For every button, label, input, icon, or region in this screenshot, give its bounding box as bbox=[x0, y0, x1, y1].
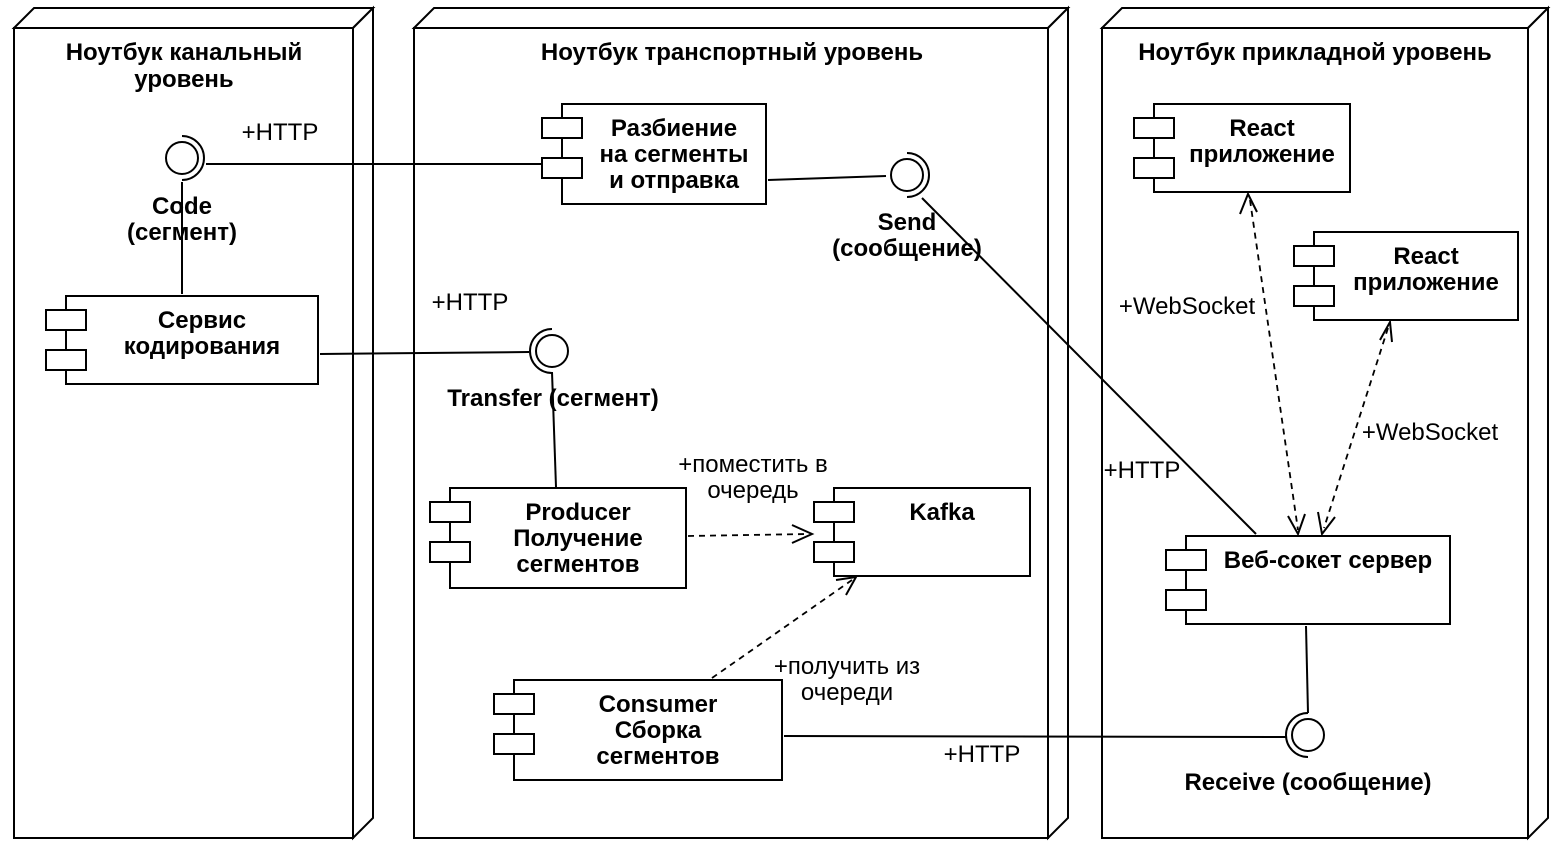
component-kafka: Kafka bbox=[813, 487, 1031, 577]
splitter-label-2: на сегменты bbox=[599, 141, 748, 168]
interface-code-label-2: (сегмент) bbox=[127, 219, 237, 246]
component-consumer: Consumer Сборка сегментов bbox=[493, 679, 783, 781]
interface-code: Code (сегмент) bbox=[127, 135, 237, 246]
label-enqueue-1: +поместить в bbox=[678, 451, 828, 478]
interface-receive-label: Receive (сообщение) bbox=[1184, 769, 1431, 796]
interface-send-label-2: (сообщение) bbox=[832, 235, 982, 262]
splitter-label-3: и отправка bbox=[609, 167, 740, 194]
consumer-label-1: Consumer bbox=[599, 691, 718, 718]
edge-react2-wsserver bbox=[1323, 327, 1389, 529]
dependencies bbox=[687, 191, 1393, 679]
node-transport-title: Ноутбук транспортный уровень bbox=[541, 39, 923, 66]
edge-producer-kafka bbox=[687, 533, 809, 537]
label-websocket-1: +WebSocket bbox=[1119, 293, 1256, 320]
interface-send-label-1: Send bbox=[878, 209, 937, 236]
edge-wsserver-receive bbox=[1305, 625, 1309, 714]
component-websocket-server: Веб-сокет сервер bbox=[1165, 535, 1451, 625]
label-http-code: +HTTP bbox=[242, 119, 319, 146]
kafka-label: Kafka bbox=[909, 499, 975, 526]
component-splitter: Разбиение на сегменты и отправка bbox=[541, 103, 767, 205]
label-http-receive: +HTTP bbox=[944, 741, 1021, 768]
connectors bbox=[181, 163, 1309, 738]
component-react-app-2: React приложение bbox=[1293, 231, 1519, 321]
edge-send-wsserver bbox=[921, 197, 1257, 535]
encoder-label-1: Сервис bbox=[158, 307, 246, 334]
label-dequeue-1: +получить из bbox=[774, 653, 920, 680]
edge-labels: +HTTP +HTTP +HTTP +HTTP +поместить в оче… bbox=[242, 119, 1499, 768]
label-websocket-2: +WebSocket bbox=[1362, 419, 1499, 446]
edge-encoder-transfer bbox=[319, 351, 530, 355]
react2-label-2: приложение bbox=[1353, 269, 1499, 296]
edge-consumer-receive bbox=[783, 735, 1287, 738]
arrowhead-producer-kafka bbox=[791, 524, 815, 544]
producer-label-1: Producer bbox=[525, 499, 630, 526]
edge-transfer-producer bbox=[551, 371, 557, 488]
arrowhead-react2 bbox=[1379, 318, 1393, 343]
label-http-transfer: +HTTP bbox=[432, 289, 509, 316]
arrowhead-wsserver-2 bbox=[1317, 511, 1336, 537]
interface-transfer: Transfer (сегмент) bbox=[447, 328, 659, 412]
interface-code-label-1: Code bbox=[152, 193, 212, 220]
interface-transfer-label: Transfer (сегмент) bbox=[447, 385, 658, 412]
producer-label-3: сегментов bbox=[516, 551, 639, 578]
edge-splitter-send bbox=[767, 175, 887, 181]
wsserver-label: Веб-сокет сервер bbox=[1224, 547, 1432, 574]
interface-receive: Receive (сообщение) bbox=[1184, 712, 1432, 796]
edge-react1-wsserver bbox=[1249, 199, 1299, 531]
producer-label-2: Получение bbox=[513, 525, 642, 552]
interface-send: Send (сообщение) bbox=[832, 152, 982, 262]
arrowhead-react1 bbox=[1239, 191, 1258, 215]
consumer-label-2: Сборка bbox=[615, 717, 702, 744]
react2-label-1: React bbox=[1393, 243, 1458, 270]
component-producer: Producer Получение сегментов bbox=[429, 487, 687, 589]
node-link-layer: Ноутбук канальный уровень bbox=[11, 5, 376, 841]
component-encoder: Сервис кодирования bbox=[45, 295, 319, 385]
label-dequeue-2: очереди bbox=[801, 679, 893, 706]
label-http-send: +HTTP bbox=[1104, 457, 1181, 484]
label-enqueue-2: очередь bbox=[707, 477, 798, 504]
consumer-label-3: сегментов bbox=[596, 743, 719, 770]
component-react-app-1: React приложение bbox=[1133, 103, 1351, 193]
splitter-label-1: Разбиение bbox=[611, 115, 737, 142]
react1-label-2: приложение bbox=[1189, 141, 1335, 168]
arrowhead-wsserver-1 bbox=[1287, 513, 1306, 537]
node-link-title-1: Ноутбук канальный bbox=[66, 39, 303, 66]
encoder-label-2: кодирования bbox=[124, 333, 280, 360]
node-link-title-2: уровень bbox=[134, 66, 233, 93]
react1-label-1: React bbox=[1229, 115, 1294, 142]
node-application-title: Ноутбук прикладной уровень bbox=[1138, 39, 1492, 66]
